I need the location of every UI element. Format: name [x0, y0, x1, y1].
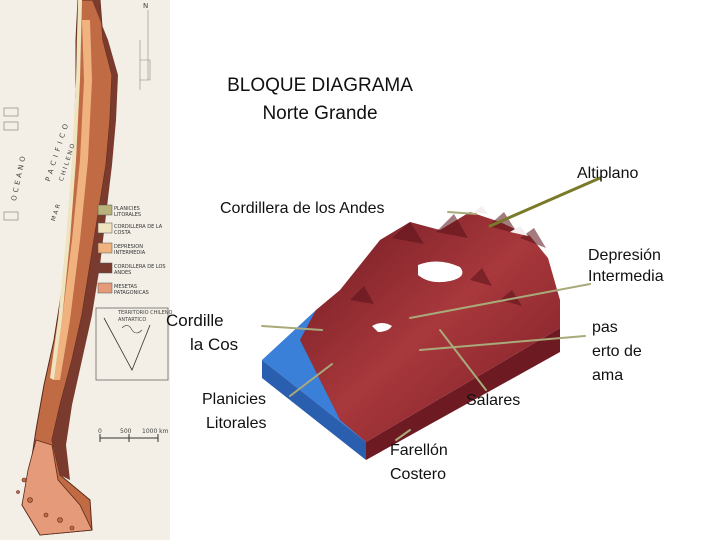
label-farellon-1: Farellón — [390, 440, 448, 461]
title-line-1: BLOQUE DIAGRAMA — [170, 72, 470, 99]
label-planicies-1: Planicies — [202, 389, 266, 410]
pointer-andes — [448, 212, 476, 214]
label-cordillera-andes: Cordillera de los Andes — [220, 198, 385, 219]
ocean-slab-top — [262, 310, 420, 442]
pointer-pampas — [420, 336, 585, 350]
label-cordillera-costa-1: Cordille — [166, 310, 224, 332]
label-planicies-2: Litorales — [206, 413, 266, 434]
scale-label-0: 0 — [98, 428, 102, 435]
label-altiplano: Altiplano — [577, 163, 638, 184]
scale-label-1000: 1000 km — [142, 428, 169, 435]
legend-swatch-planicies — [98, 205, 112, 215]
legend-swatch-mesetas — [98, 283, 112, 293]
label-depresion-2: Intermedia — [588, 266, 664, 287]
land-surface — [300, 212, 560, 442]
legend-label-cordillera-costa: CORDILLERA DE LA COSTA — [114, 224, 166, 236]
pointer-salares — [440, 330, 486, 390]
legend-label-andes: CORDILLERA DE LOS ANDES — [114, 264, 166, 276]
salar-south — [372, 323, 392, 332]
label-pampas-2: erto de — [592, 341, 642, 362]
pointer-cordillera-costa — [262, 326, 322, 330]
label-farellon-2: Costero — [390, 464, 446, 485]
salar-north — [418, 261, 462, 282]
legend-label-planicies: PLANICIES LITORALES — [114, 206, 166, 218]
label-pampas-1: pas — [592, 317, 618, 338]
title-line-2: Norte Grande — [170, 100, 470, 127]
pointer-depresion — [410, 284, 590, 318]
scale-label-500: 500 — [120, 428, 131, 435]
label-salares: Salares — [466, 390, 520, 411]
legend-label-depresion: DEPRESION INTERMEDIA — [114, 244, 166, 256]
pointer-farellon — [396, 430, 410, 440]
label-cordillera-costa-2: la Cos — [190, 334, 238, 356]
chile-map-panel: N OCEANO PACIFICO MAR CHILENO PLANICIES … — [0, 0, 170, 540]
label-depresion-1: Depresión — [588, 245, 661, 266]
inset-title-1: TERRITORIO CHILENO — [118, 310, 172, 316]
north-arrow-label: N — [143, 2, 148, 10]
legend-swatch-depresion — [98, 243, 112, 253]
pointer-altiplano — [490, 178, 600, 226]
legend-label-mesetas: MESETAS PATAGONICAS — [114, 284, 166, 296]
pointer-planicies — [290, 364, 332, 396]
legend-swatch-cordillera-costa — [98, 223, 112, 233]
inset-title-2: ANTARTICO — [118, 317, 146, 323]
ocean-slab-front — [262, 360, 366, 460]
label-pampas-3: ama — [592, 365, 623, 386]
legend-swatch-andes — [98, 263, 112, 273]
